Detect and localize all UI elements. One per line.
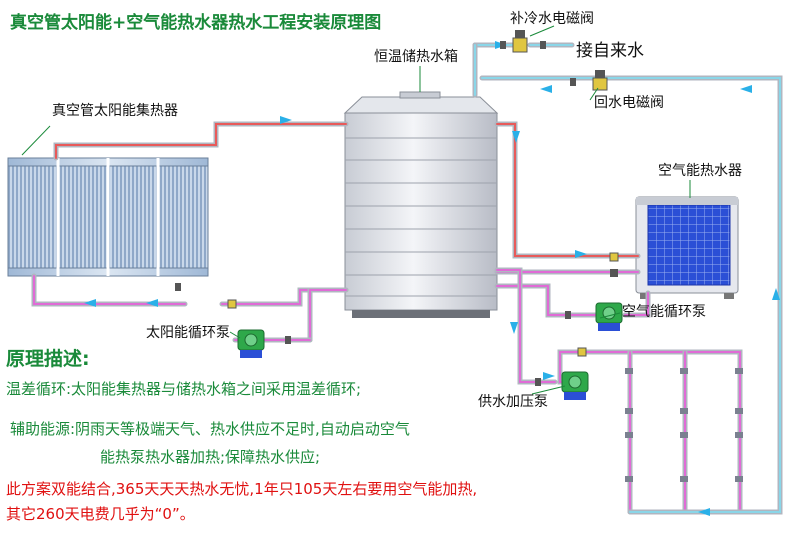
diagram-title: 真空管太阳能+空气能热水器热水工程安装原理图	[10, 13, 382, 33]
solar-circulation-pump	[237, 329, 265, 358]
description-line-1: 温差循环:太阳能集热器与储热水箱之间采用温差循环;	[6, 380, 362, 398]
supply-booster-pump	[561, 371, 589, 400]
flow-arrows	[84, 41, 780, 516]
storage-tank	[343, 91, 499, 318]
solar-collector	[7, 125, 209, 277]
label-makeup-valve: 补冷水电磁阀	[510, 11, 594, 27]
valves	[175, 30, 619, 386]
heat-pump-unit	[635, 196, 739, 299]
description-line-2a: 辅助能源:阴雨天等极端天气、热水供应不足时,自动启动空气	[10, 420, 410, 438]
leader-lines	[229, 25, 691, 395]
label-heat-pump: 空气能热水器	[658, 163, 742, 179]
label-heatpump-pump: 空气能循环泵	[622, 304, 706, 320]
description-heading: 原理描述:	[6, 348, 90, 370]
label-solar-collector: 真空管太阳能集热器	[52, 103, 178, 119]
label-solar-pump: 太阳能循环泵	[146, 325, 230, 341]
description-line-3b: 其它260天电费几乎为“0”。	[6, 505, 195, 523]
label-return-valve: 回水电磁阀	[594, 95, 664, 111]
label-storage-tank: 恒温储热水箱	[374, 49, 458, 65]
label-supply-pump: 供水加压泵	[478, 394, 548, 410]
description-line-3a: 此方案双能结合,365天天天热水无忧,1年只105天左右要用空气能加热,	[6, 480, 478, 498]
heatpump-circulation-pump	[595, 302, 623, 331]
description-line-2b: 能热泵热水器加热;保障热水供应;	[100, 448, 321, 466]
label-tap-water: 接自来水	[576, 41, 644, 61]
tap-outlets	[625, 368, 743, 482]
